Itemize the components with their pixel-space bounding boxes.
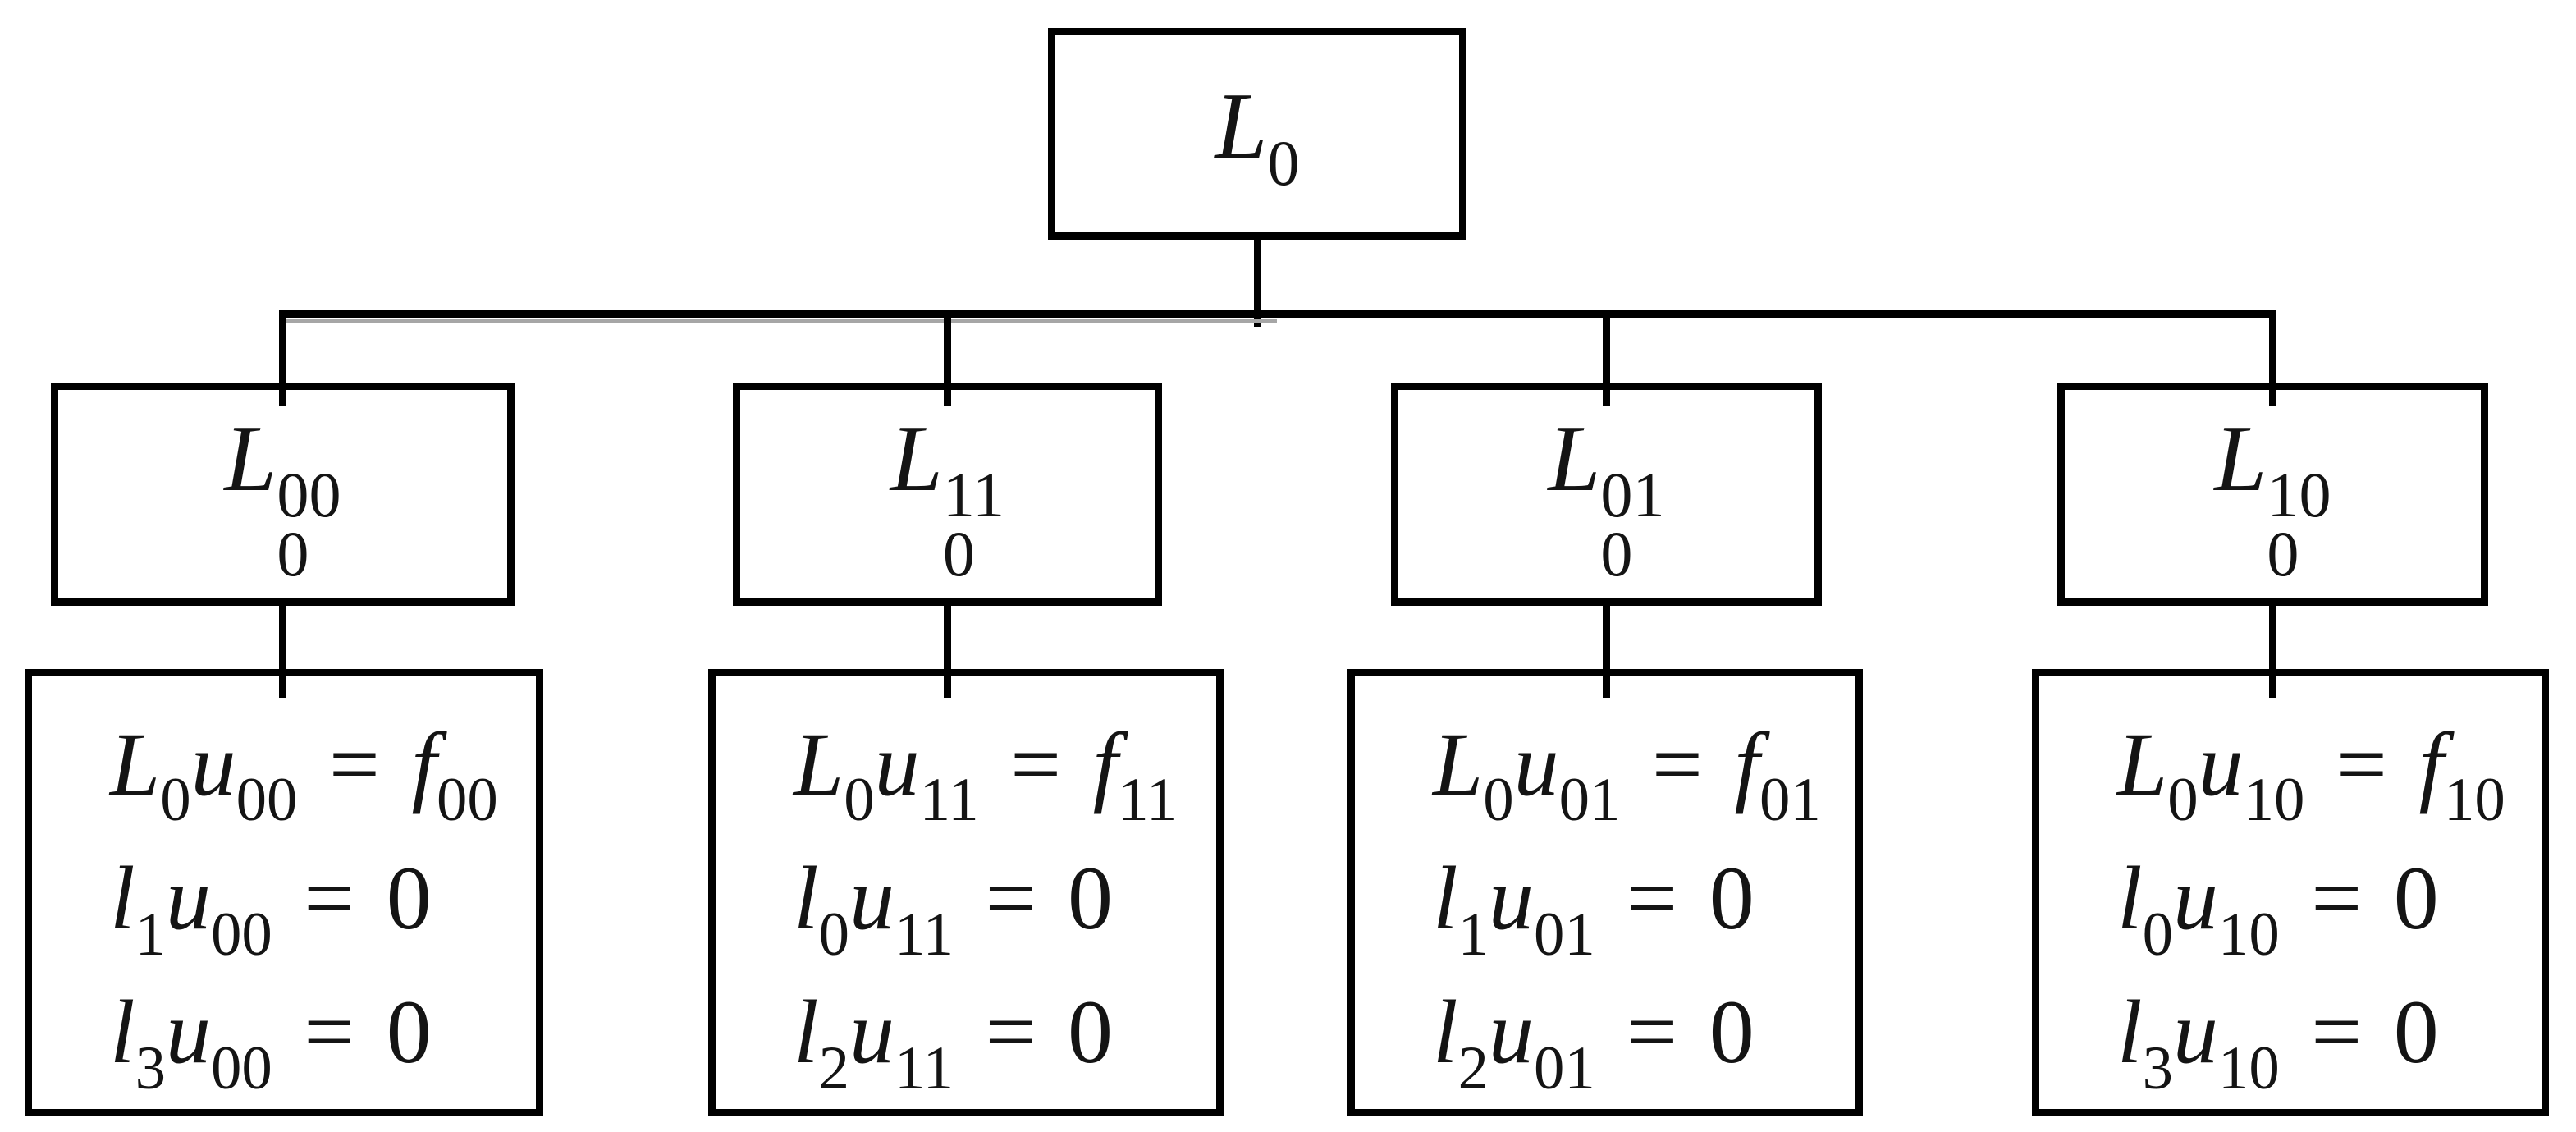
equation-line: L0u10 = f10 — [2117, 714, 2505, 835]
leaf-box-11: L0u11 = f11 l0u11 = 0 l2u11 = 0 — [708, 669, 1224, 1116]
equation-line: l2u11 = 0 — [794, 982, 1114, 1102]
leaf-connector-00 — [279, 606, 286, 698]
leaf-box-00: L0u00 = f00 l1u00 = 0 l3u00 = 0 — [25, 669, 543, 1116]
leaf-box-10: L0u10 = f10 l0u10 = 0 l3u10 = 0 — [2032, 669, 2549, 1116]
equation-line: L0u00 = f00 — [110, 714, 498, 835]
equation-line: L0u01 = f01 — [1433, 714, 1821, 835]
leaf-connector-10 — [2269, 606, 2276, 698]
rail-line — [279, 310, 2276, 318]
branch-connector-01 — [1603, 310, 1610, 406]
leaf-box-01: L0u01 = f01 l1u01 = 0 l2u01 = 0 — [1347, 669, 1863, 1116]
branch-connector-00 — [279, 310, 286, 406]
branch-connector-11 — [944, 310, 951, 406]
branch-connector-10 — [2269, 310, 2276, 406]
equation-line: l0u11 = 0 — [794, 848, 1114, 969]
equation-line: l1u01 = 0 — [1433, 848, 1755, 969]
root-node-label: L0 — [1215, 73, 1300, 199]
root-node-box: L0 — [1048, 28, 1466, 240]
equation-line: L0u11 = f11 — [794, 714, 1178, 835]
equation-line: l2u01 = 0 — [1433, 982, 1755, 1102]
rail-shadow-line — [282, 319, 1277, 323]
equation-line: l3u10 = 0 — [2117, 982, 2439, 1102]
equation-line: l3u00 = 0 — [110, 982, 432, 1102]
root-connector-line — [1254, 236, 1261, 327]
equation-line: l0u10 = 0 — [2117, 848, 2439, 969]
leaf-connector-11 — [944, 606, 951, 698]
equation-line: l1u00 = 0 — [110, 848, 432, 969]
leaf-connector-01 — [1603, 606, 1610, 698]
